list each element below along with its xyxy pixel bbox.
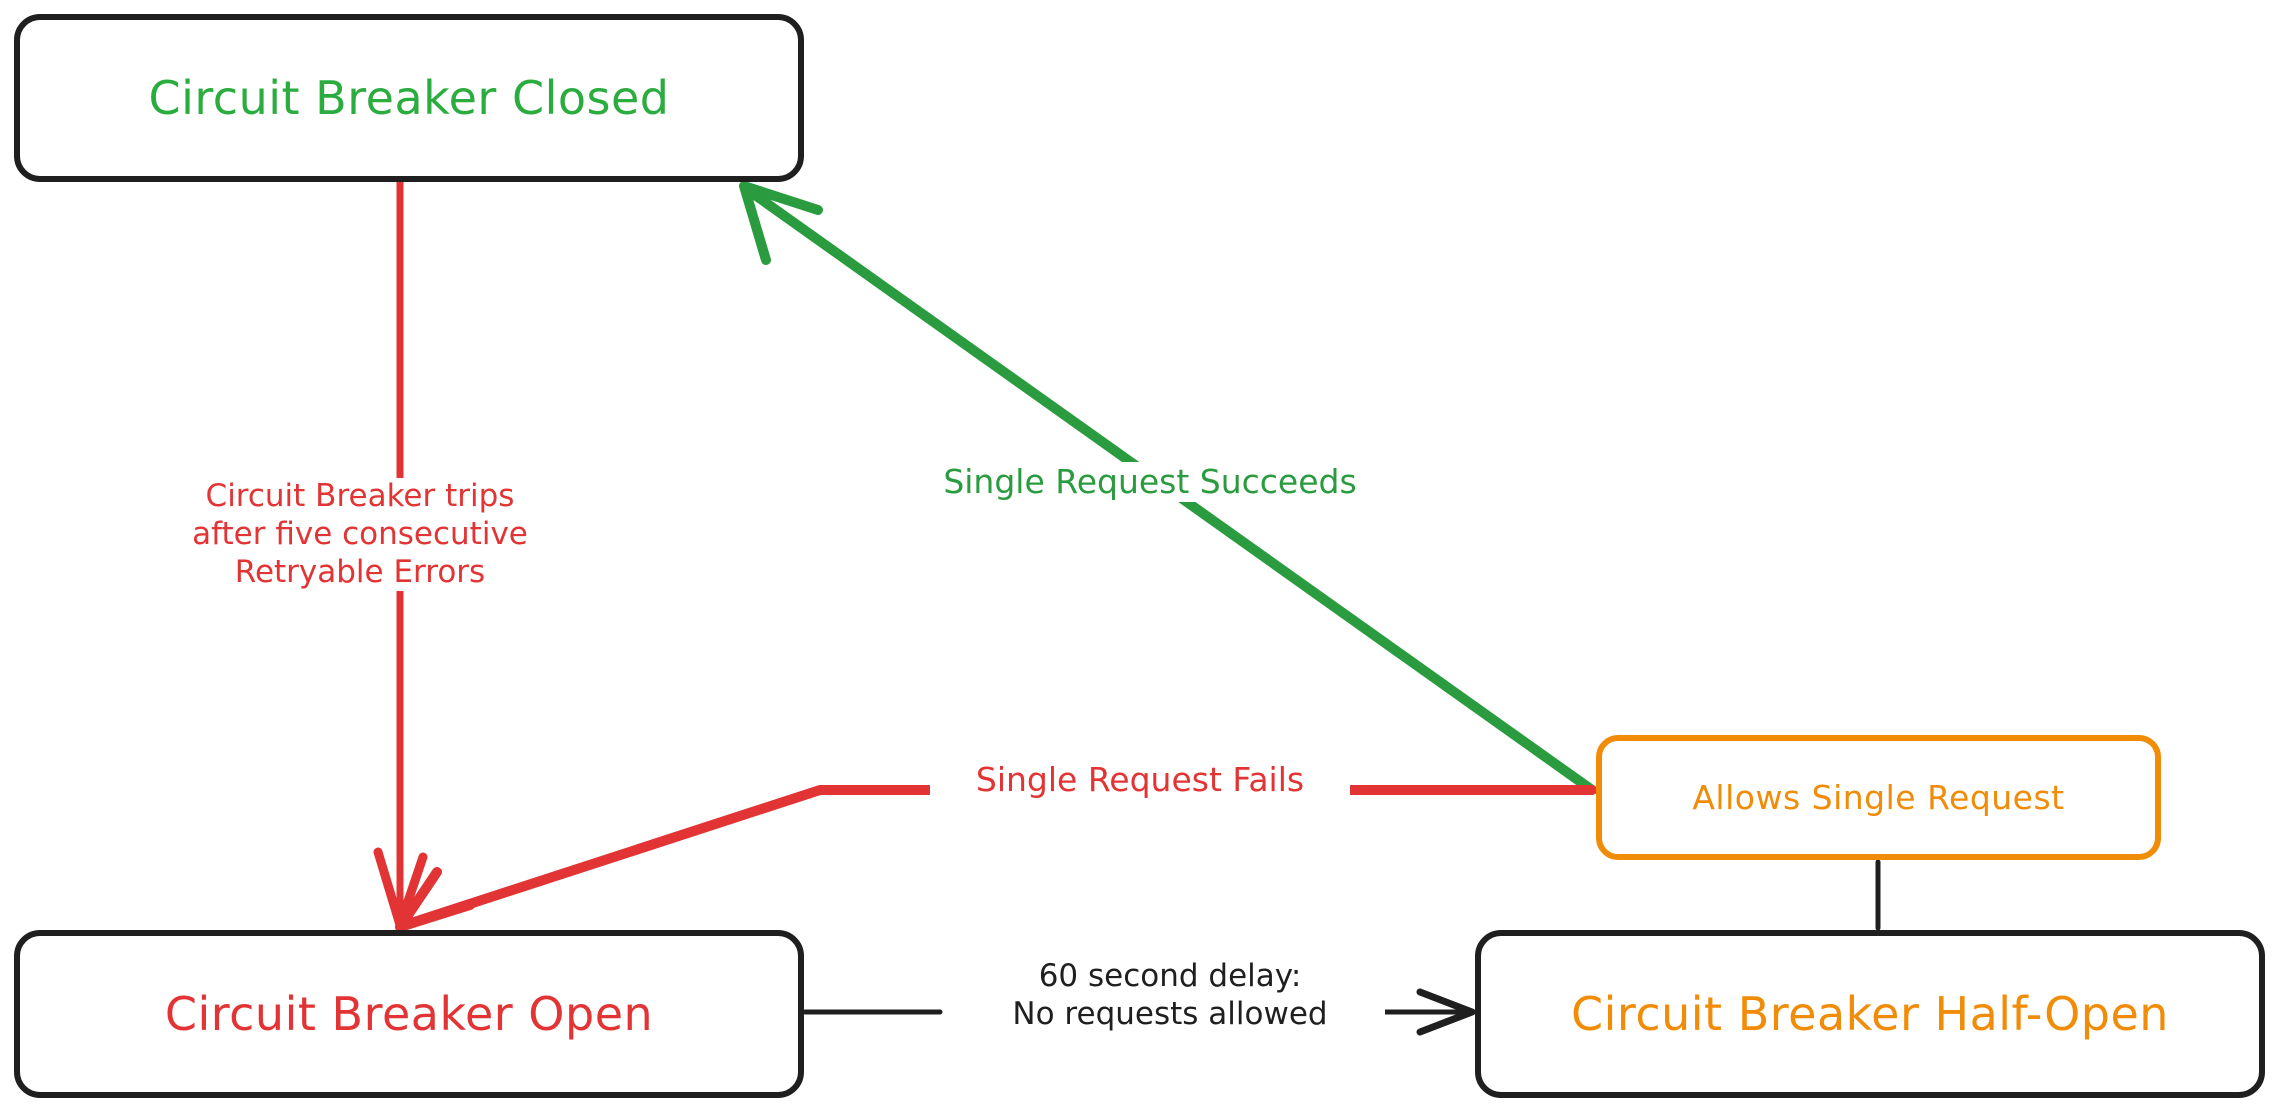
edge-allows-to-open — [395, 785, 1597, 932]
edge-label-single-request-succeeds: Single Request Succeeds — [900, 462, 1400, 503]
node-circuit-breaker-open[interactable]: Circuit Breaker Open — [14, 930, 804, 1098]
edge-label-sixty-second-delay: 60 second delay: No requests allowed — [955, 958, 1385, 1034]
node-half-open-label: Circuit Breaker Half-Open — [1571, 987, 2169, 1041]
edge-label-single-request-fails: Single Request Fails — [930, 760, 1350, 801]
node-allows-single-request[interactable]: Allows Single Request — [1596, 735, 2161, 860]
node-closed-label: Circuit Breaker Closed — [148, 71, 670, 125]
node-circuit-breaker-half-open[interactable]: Circuit Breaker Half-Open — [1475, 930, 2265, 1098]
node-open-label: Circuit Breaker Open — [164, 987, 654, 1041]
edge-label-circuit-breaker-trips: Circuit Breaker trips after five consecu… — [150, 478, 570, 592]
node-allows-label: Allows Single Request — [1692, 778, 2065, 817]
node-circuit-breaker-closed[interactable]: Circuit Breaker Closed — [14, 14, 804, 182]
